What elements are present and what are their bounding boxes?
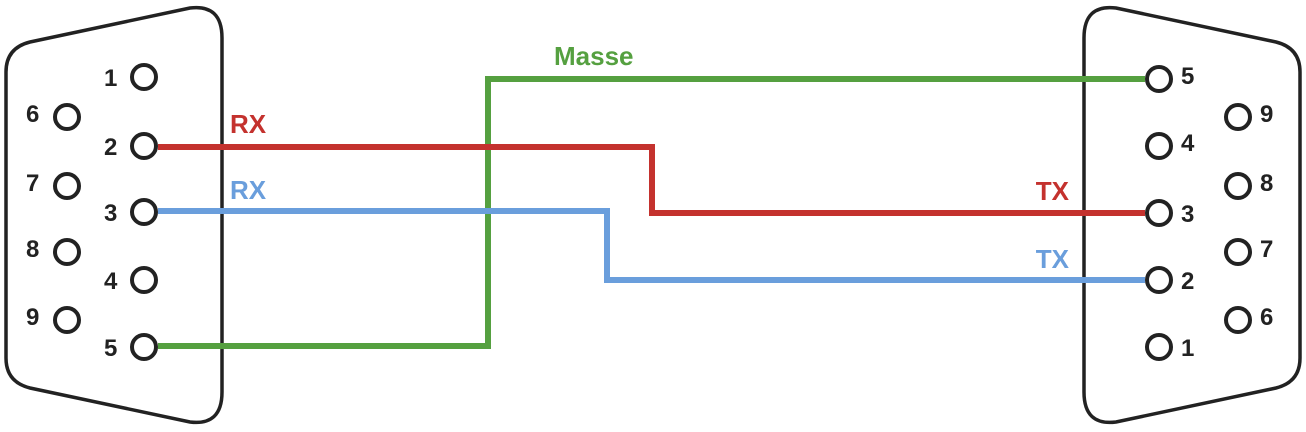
left-pin-2 [130, 132, 158, 160]
right-pin-label-3: 3 [1181, 201, 1194, 228]
left-pin-label-9: 9 [26, 304, 39, 331]
right-pin-label-5: 5 [1181, 63, 1194, 90]
left-pin-5 [130, 333, 158, 361]
left-pin-9 [53, 306, 81, 334]
left-pin-label-7: 7 [26, 170, 39, 197]
right-pin-4 [1145, 132, 1173, 160]
right-pin-label-8: 8 [1260, 170, 1273, 197]
left-pin-8 [53, 238, 81, 266]
right-pin-label-2: 2 [1181, 268, 1194, 295]
left-pin-label-8: 8 [26, 236, 39, 263]
wire-blue [158, 208, 1145, 283]
wire-red [158, 144, 1145, 216]
right-pin-6 [1224, 306, 1252, 334]
right-pin-label-4: 4 [1181, 130, 1195, 157]
wire-label-tx-blue: TX [1036, 244, 1070, 274]
wire-label-rx-red: RX [230, 109, 267, 139]
left-pin-label-5: 5 [104, 335, 117, 362]
right-pin-3 [1145, 199, 1173, 227]
left-pin-label-3: 3 [104, 200, 117, 227]
left-pin-label-6: 6 [26, 101, 39, 128]
right-pin-8 [1224, 172, 1252, 200]
right-pin-label-9: 9 [1260, 101, 1273, 128]
wire-label-rx-blue: RX [230, 175, 267, 205]
wire-label-masse: Masse [554, 41, 634, 71]
left-pin-6 [53, 103, 81, 131]
left-pins [53, 63, 158, 361]
right-pin-2 [1145, 266, 1173, 294]
right-pin-5 [1145, 65, 1173, 93]
right-pin-1 [1145, 333, 1173, 361]
right-pin-label-6: 6 [1260, 304, 1273, 331]
left-pin-4 [130, 266, 158, 294]
left-pin-1 [130, 63, 158, 91]
left-pin-labels: 1 2 3 4 5 6 7 8 9 [26, 65, 118, 362]
left-pin-7 [53, 172, 81, 200]
wire-label-tx-red: TX [1036, 176, 1070, 206]
right-pin-9 [1224, 103, 1252, 131]
right-pin-label-7: 7 [1260, 236, 1273, 263]
right-pin-labels: 5 4 3 2 1 9 8 7 6 [1181, 63, 1273, 362]
left-pin-3 [130, 198, 158, 226]
right-pin-7 [1224, 238, 1252, 266]
right-pin-label-1: 1 [1181, 335, 1194, 362]
left-pin-label-2: 2 [104, 134, 117, 161]
left-pin-label-1: 1 [104, 65, 117, 92]
left-pin-label-4: 4 [104, 268, 118, 295]
right-pins [1145, 65, 1252, 361]
